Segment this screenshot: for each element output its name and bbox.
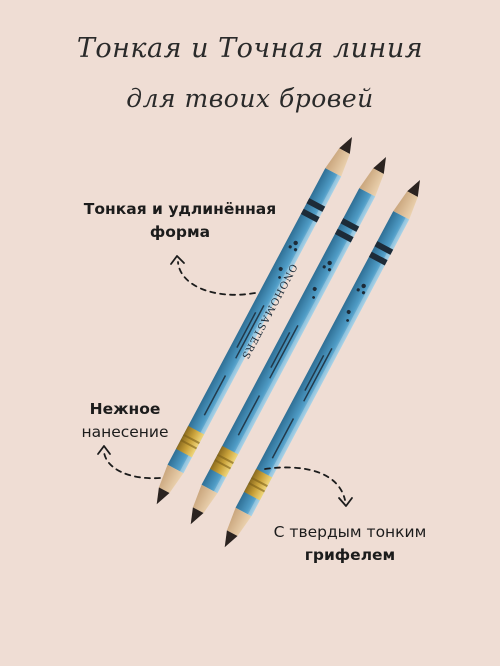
callout-shape-text: Тонкая и удлинённая форма [83,200,277,241]
callout-application-bold: Нежное [89,400,161,418]
callout-arrow-lead [264,466,346,501]
callout-application: Нежное нанесение [60,398,190,444]
callout-arrow-shape [177,261,256,296]
eyebrow-pencil-left [148,132,360,509]
arrowhead-lead [338,497,353,507]
callout-lead-bold: грифелем [304,546,396,564]
page-title-line-2: для твоих бровей [126,84,374,113]
page-title-line-1: Тонкая и Точная линия [76,33,424,64]
callout-lead: С твердым тонким грифелем [250,521,450,567]
arrowhead-application [97,445,111,455]
arrowhead-shape [170,255,185,265]
callout-arrow-application [103,451,161,480]
callout-lead-text: С твердым тонким [273,523,427,541]
callout-application-text: нанесение [81,423,169,441]
callout-shape: Тонкая и удлинённая форма [80,198,280,244]
